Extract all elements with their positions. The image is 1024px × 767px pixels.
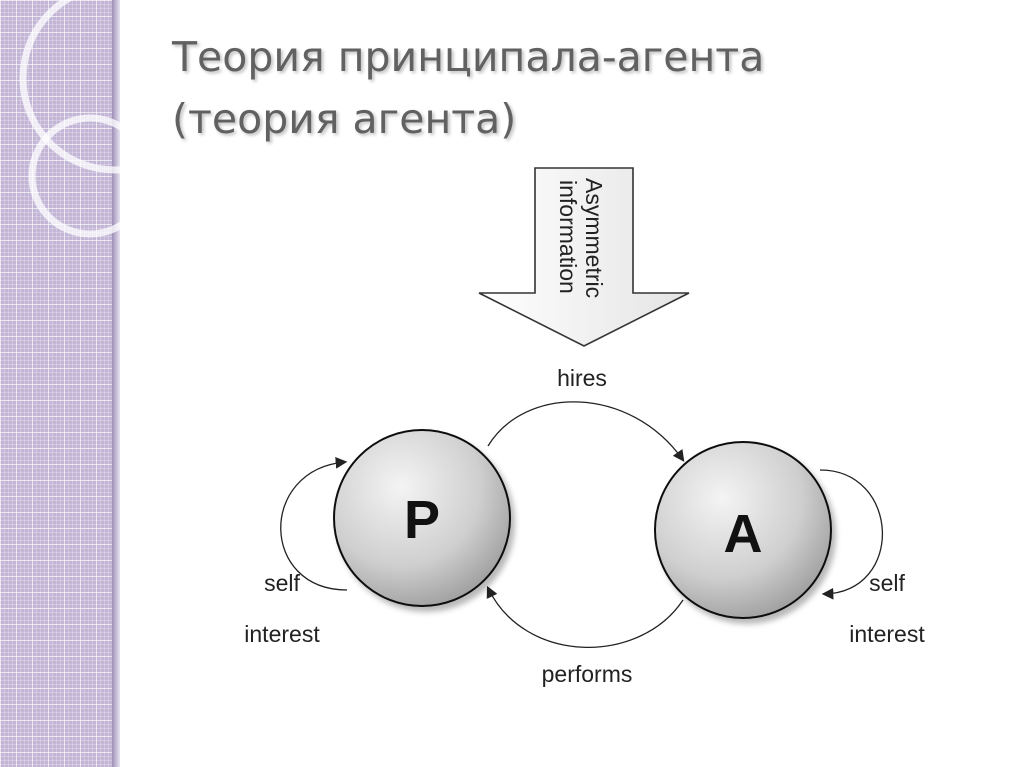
decorative-ring-large bbox=[19, 0, 211, 174]
hires-arrow bbox=[487, 401, 685, 462]
principal-self-interest-line-2: interest bbox=[244, 621, 320, 647]
principal-letter: P bbox=[404, 490, 440, 550]
hires-label: hires bbox=[557, 365, 607, 391]
page-title-line-1: Теория принципала-агента bbox=[172, 33, 765, 81]
agent-self-interest-line-2: interest bbox=[849, 621, 925, 647]
agent-self-interest-line-1: self bbox=[869, 570, 905, 596]
page-title: Теория принципала-агента (теория агента) bbox=[172, 26, 992, 150]
principal-self-interest-line-1: self bbox=[264, 570, 300, 596]
principal-self-interest-loop bbox=[280, 457, 348, 591]
performs-label: performs bbox=[542, 661, 633, 687]
arrow-label-line-1: Asymmetric bbox=[581, 178, 607, 298]
principal-node bbox=[333, 429, 511, 607]
page-title-line-2: (теория агента) bbox=[172, 95, 517, 143]
decorative-rings bbox=[19, 0, 211, 238]
agent-letter: A bbox=[724, 504, 763, 564]
arrow-label-line-2: information bbox=[555, 180, 581, 294]
asymmetric-information-arrow bbox=[478, 167, 690, 347]
decorative-ring-small bbox=[28, 114, 152, 238]
performs-arrow bbox=[486, 585, 684, 648]
agent-self-interest-loop bbox=[819, 469, 884, 600]
decorative-side-edge bbox=[112, 0, 120, 767]
agent-node bbox=[654, 441, 832, 619]
